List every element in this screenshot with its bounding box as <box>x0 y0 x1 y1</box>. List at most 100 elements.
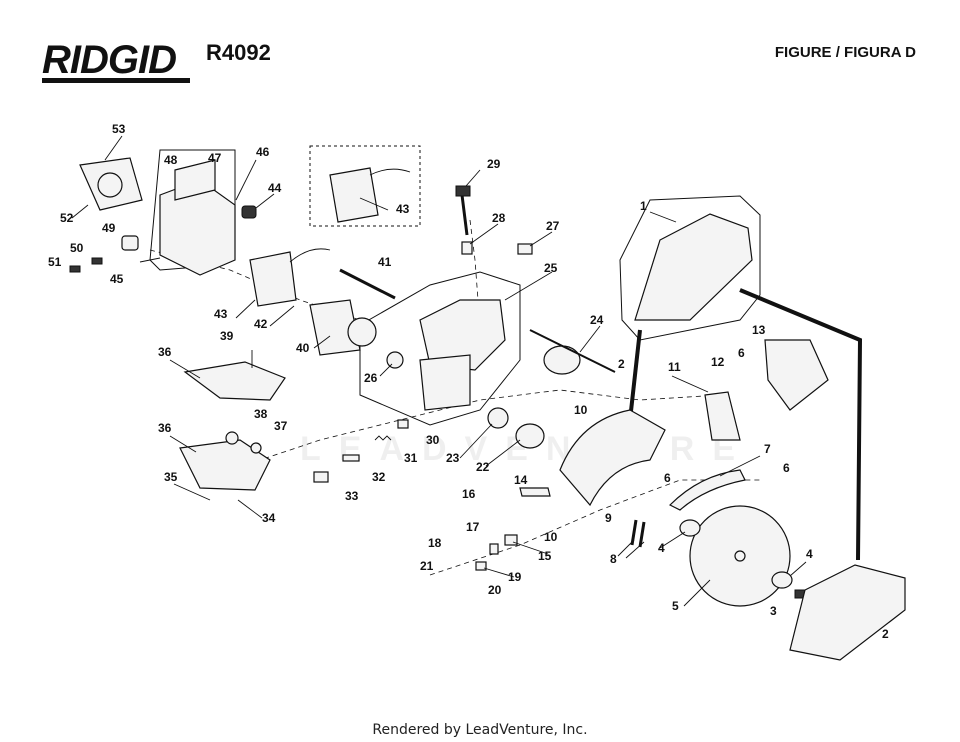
callout-3: 3 <box>770 604 777 618</box>
spring-31 <box>374 435 392 441</box>
outer-blade-guard <box>789 564 906 661</box>
callout-20: 20 <box>488 583 502 597</box>
callout-6: 6 <box>738 346 745 360</box>
nut-37 <box>250 442 262 454</box>
callout-15: 15 <box>538 549 552 563</box>
callout-28: 28 <box>492 211 506 225</box>
callout-40: 40 <box>296 341 310 355</box>
assembly-line-lower <box>429 479 760 576</box>
callout-41: 41 <box>378 255 392 269</box>
callout-44: 44 <box>268 181 282 195</box>
screw-45 <box>139 257 161 263</box>
callout-16: 16 <box>462 487 476 501</box>
rod <box>339 268 396 300</box>
knob-38 <box>225 431 239 445</box>
plate-14 <box>519 487 551 497</box>
callout-25: 25 <box>544 261 558 275</box>
callout-10b: 10 <box>544 530 558 544</box>
bearing-23 <box>487 407 509 429</box>
callout-5: 5 <box>672 599 679 613</box>
stator-kit <box>329 167 379 223</box>
stator-kit-box <box>309 145 421 227</box>
callout-39: 39 <box>220 329 234 343</box>
callout-29: 29 <box>487 157 501 171</box>
arc-piece-7 <box>668 469 746 511</box>
callout-49: 49 <box>102 221 116 235</box>
callout-19: 19 <box>508 570 522 584</box>
callout-12: 12 <box>711 355 725 369</box>
ring-24 <box>543 345 581 375</box>
leader-lines <box>71 135 807 607</box>
callout-37: 37 <box>274 419 288 433</box>
callout-33: 33 <box>345 489 359 503</box>
callout-42: 42 <box>254 317 268 331</box>
callout-11: 11 <box>668 360 681 374</box>
deflector <box>764 339 829 411</box>
screw-51 <box>69 265 81 273</box>
blade-arbor <box>734 550 746 562</box>
clip-28 <box>461 241 473 255</box>
callout-31: 31 <box>404 451 418 465</box>
stator-lead-wires <box>289 248 331 263</box>
clip-30 <box>397 419 409 429</box>
clip-27 <box>517 243 533 255</box>
gear-housing-lower <box>419 354 471 411</box>
callout-24: 24 <box>590 313 604 327</box>
callout-23: 23 <box>446 451 460 465</box>
block-33 <box>313 471 329 483</box>
callout-48: 48 <box>164 153 178 167</box>
guard-arc <box>559 409 666 507</box>
pin-8b <box>638 521 646 548</box>
callout-47: 47 <box>208 151 222 165</box>
callout-36b: 36 <box>158 421 172 435</box>
callout-8: 8 <box>610 552 617 566</box>
rod-24 <box>529 329 616 373</box>
part-17 <box>489 543 499 555</box>
guard-link-bold <box>739 288 863 561</box>
bracket-11 <box>704 391 741 441</box>
end-cap-bearing <box>97 172 123 198</box>
callout-22: 22 <box>476 460 490 474</box>
upper-guard-group-outline <box>619 195 761 341</box>
callout-9: 9 <box>605 511 612 525</box>
callout-38: 38 <box>254 407 268 421</box>
flange-outer <box>771 571 793 589</box>
footer-credit: Rendered by LeadVenture, Inc. <box>372 722 588 738</box>
brush-cap <box>121 235 139 251</box>
callout-30: 30 <box>426 433 440 447</box>
part-19 <box>475 561 487 571</box>
clip-15 <box>504 534 518 546</box>
stator <box>249 251 297 307</box>
assembly-line-main <box>229 389 721 471</box>
callout-26: 26 <box>364 371 378 385</box>
callout-34: 34 <box>262 511 276 525</box>
bolt-head <box>455 185 471 197</box>
armature-fan <box>347 317 377 347</box>
callout-4b: 4 <box>806 547 813 561</box>
stator-wires <box>369 168 411 176</box>
callout-21: 21 <box>420 559 434 573</box>
label-plate <box>174 159 216 201</box>
callout-6b: 6 <box>664 471 671 485</box>
brand-logo: RIDGID <box>42 38 177 82</box>
o-ring <box>386 351 404 369</box>
callout-50: 50 <box>70 241 84 255</box>
guard-link-bold-2 <box>628 329 642 421</box>
callout-32: 32 <box>372 470 386 484</box>
callout-43b: 43 <box>214 307 228 321</box>
callout-2b: 2 <box>882 627 889 641</box>
callout-14: 14 <box>514 473 528 487</box>
callout-6c: 6 <box>783 461 790 475</box>
callout-13: 13 <box>752 323 766 337</box>
callout-10: 10 <box>574 403 588 417</box>
model-number: R4092 <box>206 40 271 65</box>
pin-32 <box>342 454 360 462</box>
base-plate-upper <box>183 361 286 401</box>
callout-53: 53 <box>112 122 126 136</box>
upper-blade-guard <box>634 213 753 321</box>
gear-housing-group-outline <box>359 271 521 426</box>
callout-4: 4 <box>658 541 665 555</box>
screw-50 <box>91 257 103 265</box>
